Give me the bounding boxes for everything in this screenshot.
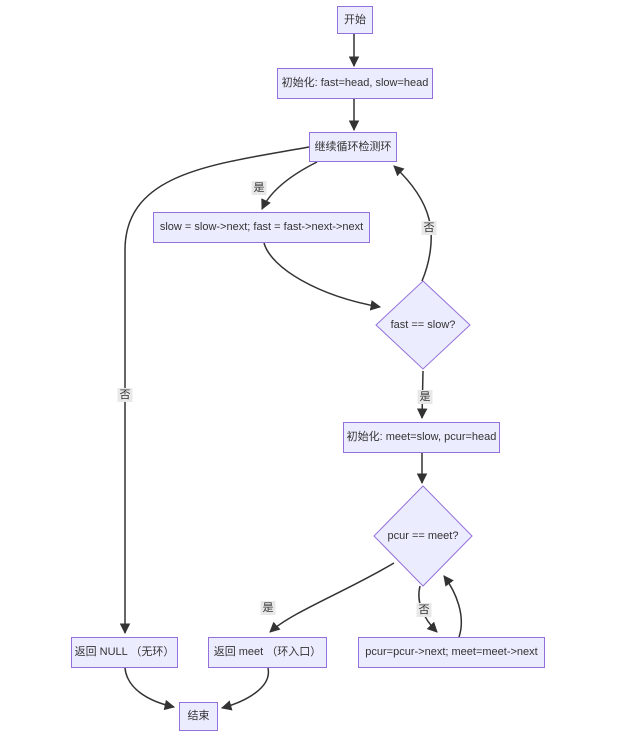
edge-returnnull-to-end [124, 667, 176, 711]
node-return-null: 返回 NULL （无环） [71, 637, 178, 668]
edge-label-pcurcheck-no: 否 [416, 603, 432, 617]
edge-label-fastcheck-no: 否 [421, 221, 437, 235]
node-fast-eq-slow-label: fast == slow? [390, 319, 456, 331]
edge-advance-to-fastcheck [263, 242, 382, 311]
diamond-shape [373, 485, 473, 587]
node-init-fast-slow: 初始化: fast=head, slow=head [277, 68, 433, 99]
node-pcur-eq-meet-label: pcur == meet? [387, 530, 459, 542]
edge-loopcheck-yes-to-advance [261, 161, 318, 210]
edge-label-fastcheck-yes: 是 [417, 390, 433, 404]
edge-loopcheck-no-to-returnnull [119, 146, 310, 635]
node-pcur-eq-meet: pcur == meet? [373, 485, 473, 587]
node-start: 开始 [337, 6, 373, 34]
node-fast-eq-slow: fast == slow? [375, 280, 471, 370]
node-advance-pcur-meet-label: pcur=pcur->next; meet=meet->next [365, 646, 538, 658]
diamond-shape [375, 280, 471, 370]
edge-advancemeet-to-pcurcheck [443, 575, 463, 638]
edge-label-loop-no: 否 [117, 388, 133, 402]
node-init-meet-pcur: 初始化: meet=slow, pcur=head [343, 422, 500, 453]
node-return-meet: 返回 meet （环入口） [208, 637, 327, 668]
node-init-fast-slow-label: 初始化: fast=head, slow=head [281, 77, 429, 89]
node-end-label: 结束 [187, 710, 210, 722]
edge-label-pcurcheck-yes: 是 [260, 601, 276, 615]
edge-fastcheck-no-to-loopcheck [393, 165, 432, 282]
node-end: 结束 [179, 702, 218, 731]
node-loop-check-label: 继续循环检测环 [314, 140, 392, 153]
edge-returnmeet-to-end [220, 667, 270, 711]
node-start-label: 开始 [344, 13, 366, 26]
node-advance-pcur-meet: pcur=pcur->next; meet=meet->next [358, 637, 545, 668]
node-advance-fast-slow: slow = slow->next; fast = fast->next->ne… [153, 212, 370, 243]
edge-pcurcheck-yes-to-returnmeet [269, 562, 395, 633]
edge-label-loop-yes: 是 [251, 181, 267, 195]
node-advance-fast-slow-label: slow = slow->next; fast = fast->next->ne… [159, 221, 364, 233]
node-return-meet-label: 返回 meet （环入口） [213, 646, 322, 658]
node-return-null-label: 返回 NULL （无环） [74, 646, 175, 658]
node-loop-check: 继续循环检测环 [309, 132, 397, 162]
node-init-meet-pcur-label: 初始化: meet=slow, pcur=head [346, 431, 497, 443]
